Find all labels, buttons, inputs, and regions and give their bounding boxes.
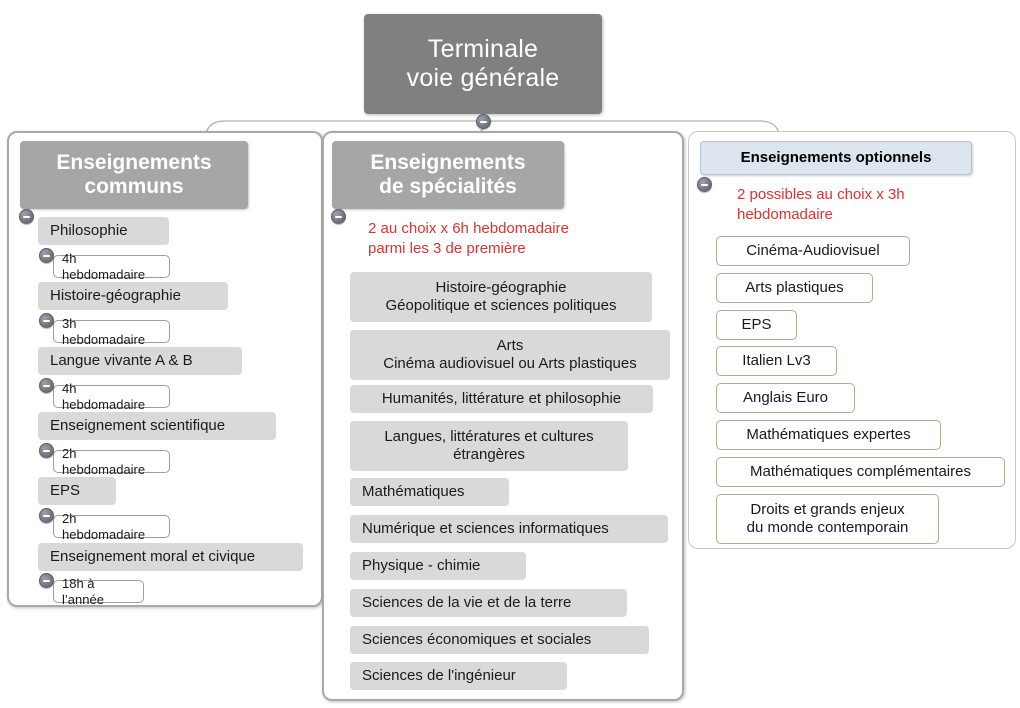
note-specialty-line2: parmi les 3 de première — [368, 239, 526, 257]
collapse-handle-langue-vivante[interactable] — [39, 378, 54, 393]
note-optional-line1: 2 possibles au choix x 3h — [737, 186, 905, 203]
item-label: Cinéma-Audiovisuel — [746, 242, 880, 260]
hours-enseignement-moral-et-civique[interactable]: 18h à l’année — [53, 576, 144, 607]
item-physique-chimie[interactable]: Physique - chimie — [350, 552, 526, 580]
item-sciences-de-l-ingenieur[interactable]: Sciences de l'ingénieur — [350, 662, 567, 690]
item-label: Mathématiques expertes — [746, 426, 911, 444]
item-label: Mathématiques complémentaires — [750, 463, 971, 481]
item-enseignement-scientifique[interactable]: Enseignement scientifique — [38, 412, 276, 440]
item-label: Philosophie — [50, 222, 128, 240]
item-label: Sciences économiques et sociales — [362, 631, 592, 649]
header-specialty-line1: Enseignements — [370, 150, 526, 174]
header-enseignements-communs[interactable]: Enseignements communs — [20, 141, 248, 209]
item-eps-optionnel[interactable]: EPS — [716, 310, 797, 340]
hours-label: 2h hebdomadaire — [62, 446, 146, 477]
note-specialty-line1: 2 au choix x 6h hebdomadaire — [368, 220, 569, 237]
item-label-line2: Géopolitique et sciences politiques — [385, 297, 617, 314]
item-arts[interactable]: Arts Cinéma audiovisuel ou Arts plastiqu… — [350, 330, 670, 380]
item-numerique-sciences-informatiques[interactable]: Numérique et sciences informatiques — [350, 515, 668, 543]
item-histoire-geographie[interactable]: Histoire-géographie — [38, 282, 228, 310]
item-arts-plastiques[interactable]: Arts plastiques — [716, 273, 873, 303]
collapse-handle-histoire-geographie[interactable] — [39, 313, 54, 328]
item-langues-litteratures-cultures-etrangeres[interactable]: Langues, littératures et cultures étrang… — [350, 421, 628, 471]
item-label: Humanités, littérature et philosophie — [381, 390, 622, 408]
item-label: Italien Lv3 — [742, 352, 811, 370]
item-sciences-economiques-et-sociales[interactable]: Sciences économiques et sociales — [350, 626, 649, 654]
root-node[interactable]: Terminale voie générale — [364, 14, 602, 114]
hours-langue-vivante[interactable]: 4h hebdomadaire — [53, 381, 170, 412]
item-label: Langue vivante A & B — [50, 352, 193, 370]
item-droits-et-grands-enjeux[interactable]: Droits et grands enjeux du monde contemp… — [716, 494, 939, 544]
hours-enseignement-scientifique[interactable]: 2h hebdomadaire — [53, 446, 170, 477]
item-label-line2: du monde contemporain — [746, 519, 909, 536]
collapse-handle-eps[interactable] — [39, 508, 54, 523]
item-label: Enseignement scientifique — [50, 417, 226, 435]
hours-eps[interactable]: 2h hebdomadaire — [53, 511, 170, 542]
item-label: Anglais Euro — [742, 389, 829, 407]
header-commons-line2: communs — [84, 175, 184, 198]
hours-philosophie[interactable]: 4h hebdomadaire — [53, 251, 170, 282]
item-humanites-litterature-philosophie[interactable]: Humanités, littérature et philosophie — [350, 385, 653, 413]
item-mathematiques-complementaires[interactable]: Mathématiques complémentaires — [716, 457, 1005, 487]
collapse-handle-philosophie[interactable] — [39, 248, 54, 263]
hours-label: 4h hebdomadaire — [62, 251, 146, 282]
hours-histoire-geographie[interactable]: 3h hebdomadaire — [53, 316, 170, 347]
item-label: Physique - chimie — [362, 557, 481, 575]
item-label: Arts plastiques — [745, 279, 844, 297]
header-enseignements-optionnels[interactable]: Enseignements optionnels — [700, 141, 972, 175]
item-label: Numérique et sciences informatiques — [362, 520, 609, 538]
item-histoire-geographie-geopolitique[interactable]: Histoire-géographie Géopolitique et scie… — [350, 272, 652, 322]
item-label: EPS — [50, 482, 81, 500]
item-label: Mathématiques — [362, 483, 465, 501]
root-title-line1: Terminale — [427, 34, 539, 63]
item-label-line2: étrangères — [453, 446, 525, 463]
hours-label: 18h à l’année — [62, 576, 104, 607]
item-enseignement-moral-et-civique[interactable]: Enseignement moral et civique — [38, 543, 303, 571]
item-label-line1: Langues, littératures et cultures — [384, 428, 594, 446]
collapse-handle-enseignement-scientifique[interactable] — [39, 443, 54, 458]
header-specialty-line2: de spécialités — [379, 175, 517, 198]
item-label-line1: Arts — [496, 337, 524, 355]
note-optional-line2: hebdomadaire — [737, 205, 833, 223]
item-label-line1: Histoire-géographie — [435, 279, 567, 297]
item-cinema-audiovisuel[interactable]: Cinéma-Audiovisuel — [716, 236, 910, 266]
header-optional-label: Enseignements optionnels — [740, 149, 932, 167]
item-label-line2: Cinéma audiovisuel ou Arts plastiques — [383, 355, 637, 372]
item-sciences-de-la-vie-et-de-la-terre[interactable]: Sciences de la vie et de la terre — [350, 589, 627, 617]
item-label: Sciences de la vie et de la terre — [362, 594, 572, 612]
item-philosophie[interactable]: Philosophie — [38, 217, 169, 245]
item-label: EPS — [741, 316, 772, 334]
header-commons-line1: Enseignements — [56, 150, 212, 174]
item-label: Sciences de l'ingénieur — [362, 667, 516, 685]
item-label: Enseignement moral et civique — [50, 548, 256, 566]
item-label-line1: Droits et grands enjeux — [750, 501, 905, 519]
collapse-handle-commons[interactable] — [19, 209, 34, 224]
header-enseignements-de-specialites[interactable]: Enseignements de spécialités — [332, 141, 564, 209]
note-optional: 2 possibles au choix x 3h hebdomadaire — [737, 185, 967, 224]
collapse-handle-specialty[interactable] — [331, 209, 346, 224]
collapse-handle-optional[interactable] — [697, 177, 712, 192]
collapse-handle-root[interactable] — [476, 114, 491, 129]
hours-label: 3h hebdomadaire — [62, 316, 146, 347]
hours-label: 2h hebdomadaire — [62, 511, 146, 542]
item-italien-lv3[interactable]: Italien Lv3 — [716, 346, 837, 376]
root-title-line2: voie générale — [406, 64, 560, 92]
item-anglais-euro[interactable]: Anglais Euro — [716, 383, 855, 413]
collapse-handle-enseignement-moral-et-civique[interactable] — [39, 573, 54, 588]
hours-label: 4h hebdomadaire — [62, 381, 146, 412]
note-specialty: 2 au choix x 6h hebdomadaire parmi les 3… — [368, 219, 638, 258]
item-label: Histoire-géographie — [50, 287, 181, 305]
item-mathematiques[interactable]: Mathématiques — [350, 478, 509, 506]
item-eps[interactable]: EPS — [38, 477, 116, 505]
item-langue-vivante[interactable]: Langue vivante A & B — [38, 347, 242, 375]
item-mathematiques-expertes[interactable]: Mathématiques expertes — [716, 420, 941, 450]
